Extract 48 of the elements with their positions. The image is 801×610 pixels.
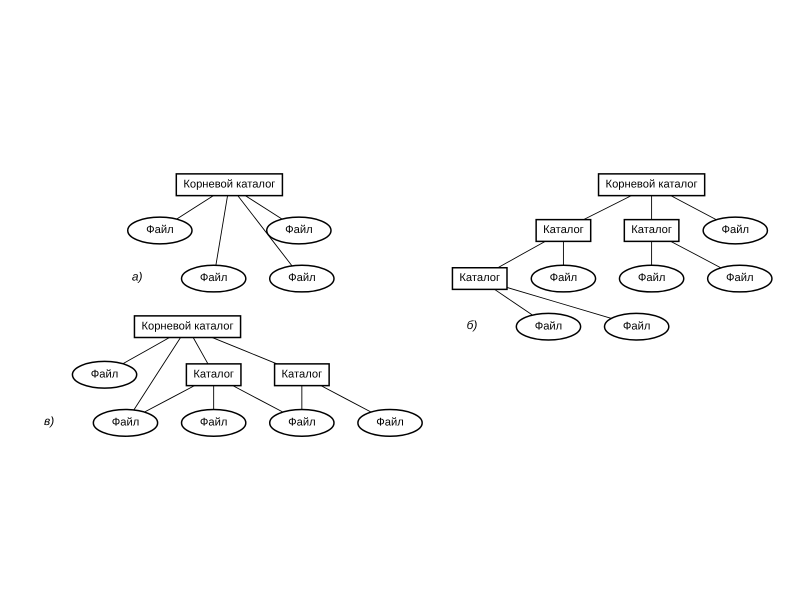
connector	[238, 195, 293, 266]
connector	[232, 385, 284, 412]
connector	[245, 195, 283, 220]
node-ellipse: Файл	[180, 408, 247, 437]
connector	[651, 195, 652, 220]
node-ellipse: Файл	[126, 216, 193, 245]
label: б)	[466, 318, 478, 332]
node-box: Каталог	[452, 267, 508, 290]
node-ellipse: Файл	[72, 360, 138, 389]
connector	[494, 289, 533, 316]
connector	[651, 240, 652, 266]
connector	[320, 385, 372, 412]
node-ellipse: Файл	[706, 264, 773, 293]
node-box: Корневой каталог	[176, 173, 284, 196]
node-ellipse: Файл	[618, 264, 684, 293]
connector	[301, 385, 302, 410]
node-ellipse: Файл	[268, 264, 335, 293]
node-ellipse: Файл	[702, 216, 768, 245]
node-box: Каталог	[274, 363, 330, 386]
label: в)	[44, 414, 54, 428]
node-ellipse: Файл	[268, 408, 335, 437]
connector	[213, 385, 214, 410]
label: а)	[132, 270, 142, 284]
node-ellipse: Файл	[516, 312, 582, 341]
connector	[212, 337, 278, 364]
node-box: Корневой каталог	[134, 315, 242, 338]
node-box: Каталог	[624, 218, 680, 242]
node-box: Каталог	[186, 363, 242, 386]
node-ellipse: Файл	[604, 312, 670, 341]
node-ellipse: Файл	[180, 264, 247, 293]
connector	[506, 287, 612, 319]
node-box: Каталог	[535, 218, 592, 242]
node-box: Корневой каталог	[598, 173, 706, 196]
node-ellipse: Файл	[266, 216, 332, 245]
node-ellipse: Файл	[530, 264, 596, 293]
connector	[670, 240, 722, 268]
connector	[192, 337, 208, 364]
connector	[176, 195, 214, 220]
connector	[122, 337, 170, 364]
connector	[670, 195, 717, 220]
connector	[497, 240, 546, 268]
node-ellipse: Файл	[92, 408, 158, 437]
connector	[583, 195, 632, 220]
connector	[144, 385, 195, 412]
connector	[215, 195, 228, 266]
node-ellipse: Файл	[357, 408, 423, 437]
connector	[562, 240, 564, 266]
connector	[133, 337, 181, 410]
